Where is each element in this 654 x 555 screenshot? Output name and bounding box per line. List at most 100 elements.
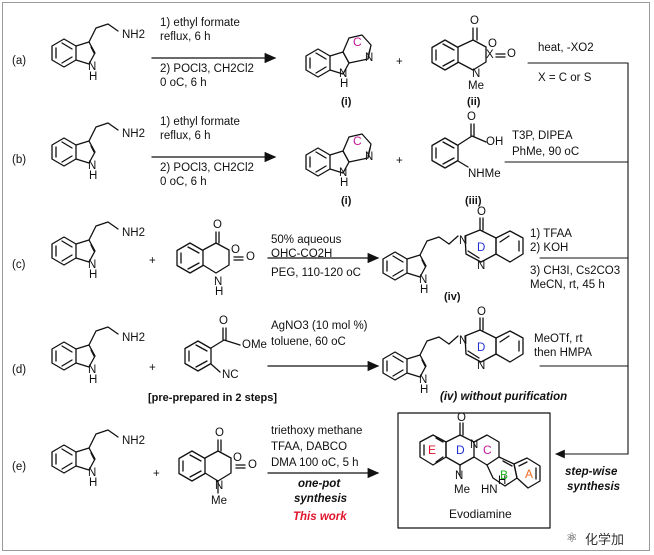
reagent-e-3: DMA 100 oC, 5 h [271,457,359,469]
atom-h: H [420,384,429,396]
condition-c-4: MeCN, rt, 45 h [530,279,605,291]
atom-nhme: NHMe [468,168,501,180]
atom-hn: HN [481,484,498,496]
atom-n: N [477,260,486,272]
atom-n: N [88,364,97,376]
reagent-d-2: toluene, 60 oC [271,336,346,348]
reagent-a-4: 0 oC, 6 h [160,77,207,89]
reagent-a-3: 2) POCl3, CH2Cl2 [160,63,254,75]
plus-sign: + [149,255,156,267]
atom-me: Me [454,484,470,496]
condition-b-1: T3P, DIPEA [512,130,573,142]
atom-o: O [231,244,240,256]
plus-sign: + [149,362,156,374]
condition-c-1: 1) TFAA [530,228,572,240]
this-work-label: This work [293,511,347,523]
atom-h: H [215,286,224,298]
condition-d-1: MeOTf, rt [534,333,583,345]
condition-c-3: 3) CH3I, Cs2CO3 [530,265,621,277]
atom-h: H [89,477,98,489]
atom-o: O [467,111,476,123]
ring-letter-d: D [477,342,486,354]
atom-n: N [88,160,97,172]
atom-n: N [477,360,486,372]
reagent-c-2: OHC-CO2H [271,248,333,260]
atom-n: N [339,68,348,80]
atom-ome: OMe [242,339,267,351]
reagent-a-1: 1) ethyl formate [160,17,240,29]
atom-h: H [340,177,349,189]
atom-o: O [233,452,242,464]
atom-n: N [215,480,224,492]
condition-a-2: X = C or S [538,72,592,84]
atom-h: H [89,269,98,281]
atom-n: N [88,467,97,479]
reagent-b-2: reflux, 6 h [160,130,211,142]
atom-n: N [214,276,223,288]
ring-letter-c: C [353,134,362,148]
atom-n: N [339,167,348,179]
atom-n: N [459,335,468,347]
ring-letter-d: D [477,242,486,254]
atom-nc: NC [222,369,239,381]
reagent-d-1: AgNO3 (10 mol %) [271,320,368,332]
atom-nh2: NH2 [122,332,146,344]
atom-me: Me [468,80,484,92]
atom-h: H [498,475,507,487]
watermark-icon: ⚛ [566,530,578,545]
atom-h: H [89,71,98,83]
compound-label: (i) [341,96,352,108]
atom-o: O [215,427,224,439]
atom-o: O [213,219,222,231]
condition-b-2: PhMe, 90 oC [512,146,580,158]
atom-me: Me [211,495,227,507]
stepwise-label-2: synthesis [567,481,621,493]
row-tag-e: (e) [12,461,27,473]
ring-label-b: B [500,468,509,482]
atom-h: H [89,374,98,386]
atom-o: O [246,251,255,263]
atom-x: X [486,49,494,61]
reagent-b-3: 2) POCl3, CH2Cl2 [160,162,254,174]
condition-d-2: then HMPA [534,347,592,359]
reagent-c-1: 50% aqueous [271,234,342,246]
atom-o: O [470,15,479,27]
atom-n: N [419,274,428,286]
ring-label-a: A [525,467,534,481]
atom-o: O [477,306,486,318]
compound-label: (iv) [444,291,461,303]
compound-label: (i) [341,195,352,207]
ring-letter-c: C [353,35,362,49]
atom-n: N [88,61,97,73]
compound-label: (ii) [467,96,481,108]
compound-label-without-purification: (iv) without purification [440,391,568,403]
atom-o: O [219,315,228,327]
product-name: Evodiamine [449,507,512,521]
atom-o: O [507,48,516,60]
atom-o: O [248,459,257,471]
pre-prepared-note: [pre-prepared in 2 steps] [148,392,277,404]
atom-h: H [340,78,349,90]
ring-label-c: C [483,443,492,457]
atom-nh2: NH2 [122,435,146,447]
synthesis-label: synthesis [294,493,348,505]
stepwise-label-1: step-wise [565,466,618,478]
condition-a-1: heat, -XO2 [538,42,594,54]
reagent-e-1: triethoxy methane [271,425,363,437]
row-tag-d: (d) [12,364,27,376]
reagent-b-1: 1) ethyl formate [160,116,240,128]
plus-sign: + [153,468,160,480]
plus-sign: + [396,56,403,68]
atom-n: N [88,259,97,271]
row-tag-c: (c) [12,259,26,271]
atom-n: N [470,439,479,451]
reagent-c-3: PEG, 110-120 oC [271,267,361,279]
plus-sign: + [396,155,403,167]
atom-nh2: NH2 [122,29,146,41]
atom-n: N [455,470,464,482]
compound-label: (iii) [465,195,482,207]
reagent-b-4: 0 oC, 6 h [160,176,207,188]
ring-label-d: D [456,443,465,457]
condition-c-2: 2) KOH [530,242,569,254]
